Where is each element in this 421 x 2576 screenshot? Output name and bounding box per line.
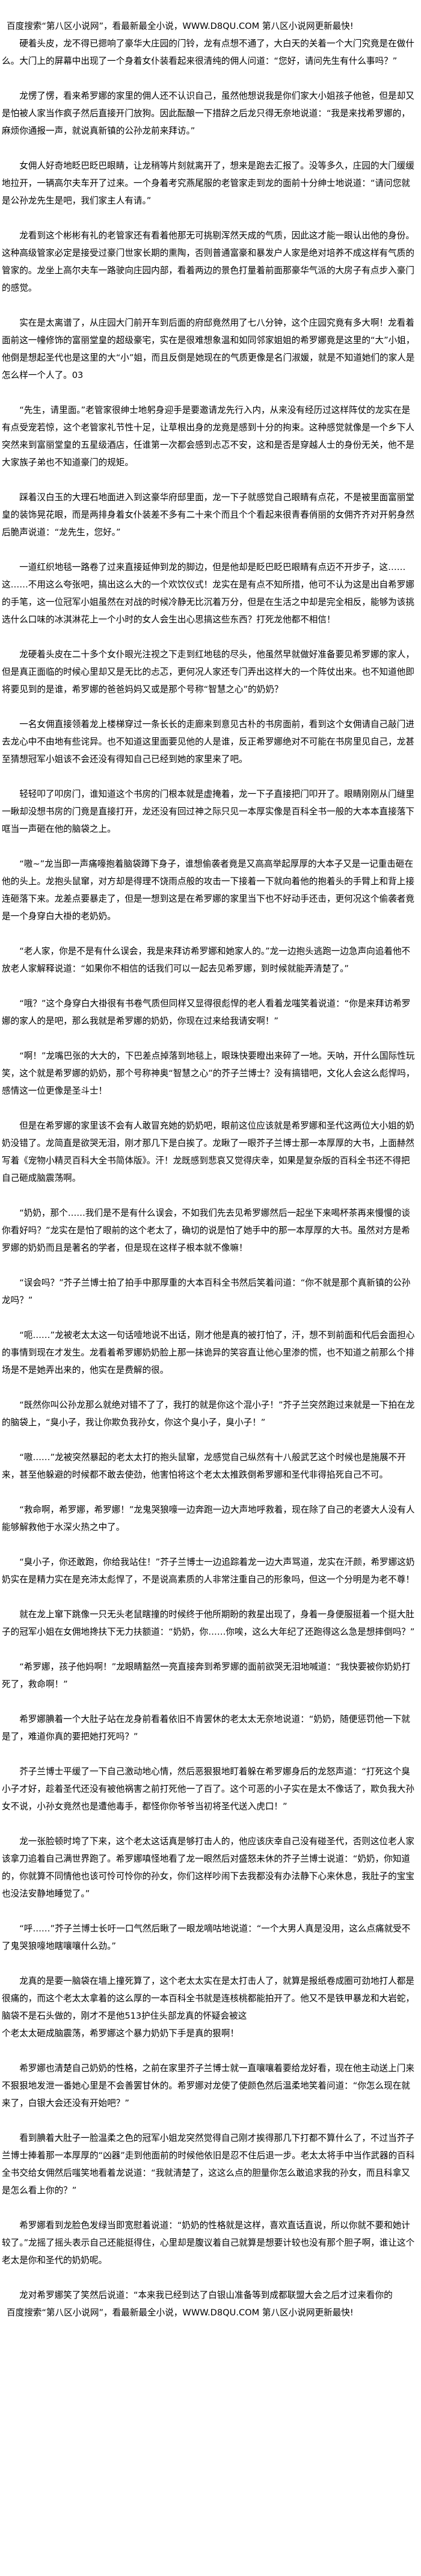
story-paragraph: 希罗娜也清楚自己奶奶的性格，之前在家里芥子兰博士就一直嚷嚷着要给龙好看，现在他主… (2, 2063, 414, 2108)
story-paragraph: “奶奶，那个……我们是不是有什么误会，不如我们先去见希罗娜然后一起坐下来喝杯茶再… (2, 1208, 410, 1253)
story-paragraph: 但是在希罗娜的家里该不会有人敢冒充她的奶奶吧，眼前这位应该就是希罗娜和圣代这两位… (2, 1121, 414, 1183)
story-paragraph: 踩着汉白玉的大理石地面进入到这豪华府邸里面，龙一下子就感觉自己眼睛有点花，不是被… (2, 492, 414, 537)
story-paragraph: “救命啊，希罗娜，希罗娜！”龙鬼哭狼嚎一边奔跑一边大声地呼救着，现在除了自己的老… (2, 1505, 415, 1532)
story-paragraph: 女佣人好奇地眨巴眨巴眼睛，让龙稍等片刻就离开了，想来是跑去汇报了。没等多久，庄园… (2, 161, 414, 206)
story-paragraph: 实在是太离谱了，从庄园大门前开车到后面的府邸竟然用了七八分钟，这个庄园究竟有多大… (2, 318, 415, 380)
story-paragraph: 龙真的是要一脑袋在墙上撞死算了，这个老太太实在是太打击人了，就算是报纸卷成圈可劲… (2, 1976, 414, 2039)
chapter-page: 百度搜索“第八区小说网”，看最新最全小说，WWW.D8QU.COM 第八区小说网… (2, 21, 415, 2318)
story-paragraph: “呃……”龙被老太太这一句话噎地说不出话，刚才他是真的被打怕了，汗，想不到前面和… (2, 1330, 415, 1375)
story-paragraph: 一名女佣直接领着龙上楼梯穿过一条长长的走廊来到意见古朴的书房面前，看到这个女佣请… (2, 719, 414, 764)
story-paragraph: 希罗娜腆着一个大肚子站在龙身前看着依旧不肯罢休的老太太无奈地说道：“奶奶，随便惩… (2, 1714, 410, 1742)
story-paragraph: “希罗娜，孩子他妈啊！”龙眼睛豁然一亮直接奔到希罗娜的面前欲哭无泪地喊道：“我快… (2, 1662, 411, 1689)
story-paragraph: 龙一张脸顿时垮了下来，这个老太这话真是够打击人的，他应该庆幸自己没有碰圣代，否则… (2, 1836, 414, 1899)
story-paragraph: 希罗娜看到龙脸色发绿当即宽慰着说道：“奶奶的性格就是这样，喜欢直话直说，所以你就… (2, 2220, 415, 2265)
story-paragraph: 看到腆着大肚子一脸温柔之色的冠军小姐龙突然觉得自己刚才挨得那几下打都不算什么了，… (2, 2133, 415, 2196)
story-paragraph: 一道红织地毯一路卷了过来直接延伸到龙的脚边，但是他却是眨巴眨巴眼睛有点迈不开步子… (2, 562, 414, 625)
story-paragraph: 龙对希罗娜笑了笑然后说道：“本来我已经到达了白银山准备等到成都联盟大会之后才过来… (19, 2290, 393, 2300)
story-paragraph: “嗷~”龙当即一声痛嚎抱着脑袋蹲下身子，谁想偷袭者竟是又高高举起厚厚的大本子又是… (2, 859, 414, 921)
chapter-body: 硬着头皮，龙不得已摁响了豪华大庄园的门铃，龙有点想不通了，大白天的关着一个大门究… (2, 35, 415, 2304)
story-paragraph: “先生，请里面。”老管家很绅士地躬身迎手是要邀请龙先行入内，从来没有经历过这样阵… (2, 405, 414, 468)
story-paragraph: 就在龙上窜下跳像一只无头老鼠瞎撞的时候终于他所期盼的救星出现了，身着一身便服挺着… (2, 1609, 415, 1637)
story-paragraph: 芥子兰博士平缓了一下自己激动地心情，然后恶狠狠地盯着躲在希罗娜身后的龙怒声道：“… (2, 1766, 414, 1812)
story-paragraph: “臭小子，你还敢跑，你给我站住！”芥子兰博士一边追踪着龙一边大声骂道，龙实在汗颜… (2, 1557, 415, 1585)
story-paragraph: “误会吗？”芥子兰博士拍了拍手中那厚重的大本百科全书然后笑着问道：“你不就是那个… (2, 1278, 411, 1305)
story-paragraph: “哦？”这个身穿白大褂很有书卷气质但同样又显得很彪悍的老人看着龙嗤笑着说道：“你… (2, 999, 411, 1026)
story-paragraph: “既然你叫公孙龙那么就绝对错不了了，我打的就是你这个混小子！”芥子兰突然跑过来就… (2, 1400, 415, 1428)
story-paragraph: “呼……”芥子兰博士长吁一口气然后瞅了一眼龙嘀咕地说道：“一个大男人真是没用，这… (2, 1924, 411, 1951)
story-paragraph: 硬着头皮，龙不得已摁响了豪华大庄园的门铃，龙有点想不通了，大白天的关着一个大门究… (2, 39, 414, 66)
story-paragraph: 龙硬着头皮在二十多个女仆眼光注视之下走到红地毯的尽头，他虽然早就做好准备要见希罗… (2, 649, 414, 695)
story-paragraph: 龙看到这个彬彬有礼的老管家还有看着他那无可挑剔浑然天成的气质，因此这才能一眼认出… (2, 231, 414, 293)
story-paragraph: “嗷……”龙被突然暴起的老太太打的抱头鼠窜，龙感觉自己纵然有十八般武艺这个时候也… (2, 1452, 406, 1480)
footer-site-banner: 百度搜索“第八区小说网”，看最新最全小说，WWW.D8QU.COM 第八区小说网… (7, 2308, 354, 2318)
header-site-banner: 百度搜索“第八区小说网”，看最新最全小说，WWW.D8QU.COM 第八区小说网… (7, 21, 354, 31)
story-paragraph: 轻轻叩了叩房门，谁知道这个书房的门根本就是虚掩着，龙一下子直接把门叩开了。眼睛刚… (2, 789, 414, 834)
story-paragraph: “啊！”龙嘴巴张的大大的，下巴差点掉落到地毯上，眼珠快要瞪出来碎了一地。天呐，开… (2, 1051, 415, 1096)
story-paragraph: “老人家，你是不是有什么误会，我是来拜访希罗娜和她家人的。”龙一边抱头逃跑一边急… (2, 946, 411, 974)
story-paragraph: 龙愣了愣，看来希罗娜的家里的佣人还不认识自己，虽然他想说我是你们家大小姐孩子他爸… (2, 91, 414, 136)
